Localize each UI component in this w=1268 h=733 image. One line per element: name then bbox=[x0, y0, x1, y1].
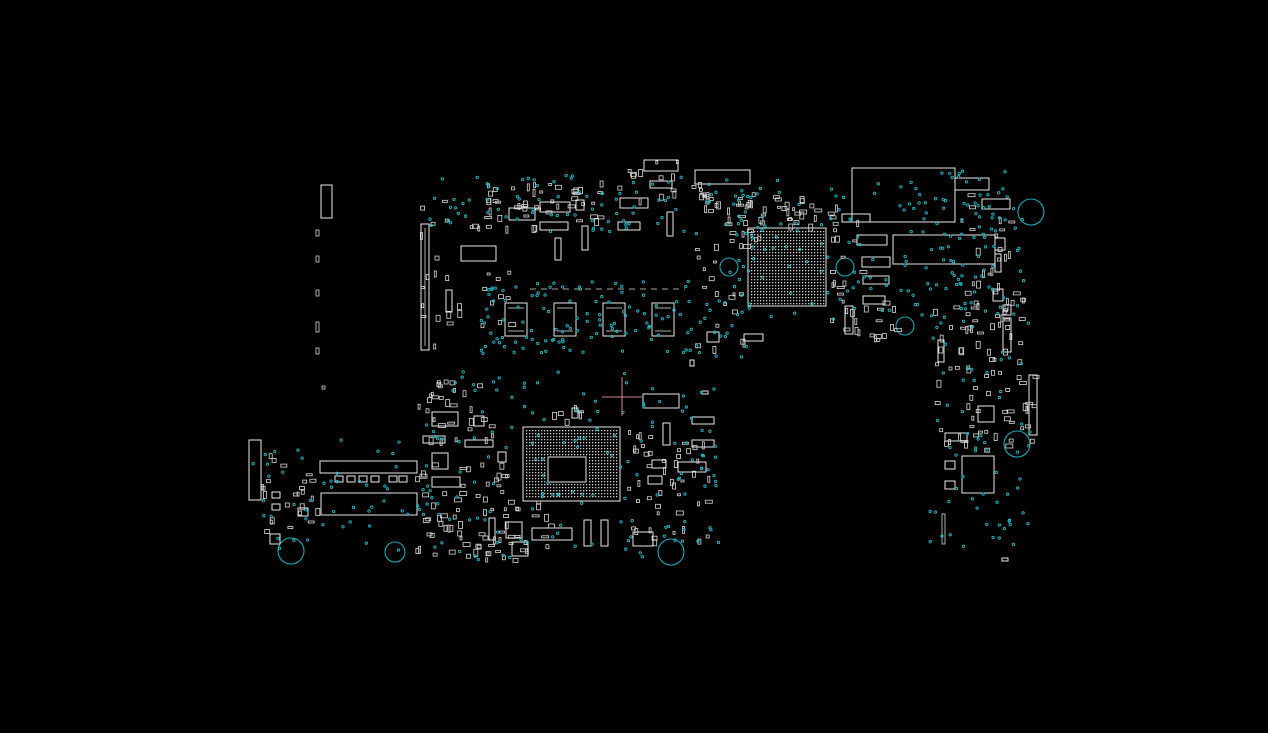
memory-chip bbox=[504, 302, 528, 337]
mounting-hole-icon[interactable] bbox=[384, 541, 406, 563]
bottom-left-connectors[interactable] bbox=[248, 439, 418, 545]
crosshair-icon bbox=[602, 377, 642, 416]
memory-chips[interactable] bbox=[504, 288, 685, 337]
mounting-hole-icon[interactable] bbox=[1017, 198, 1045, 226]
left-edge-connector[interactable] bbox=[315, 184, 333, 390]
smd-components bbox=[261, 160, 1040, 563]
bottom-middle-components[interactable] bbox=[422, 359, 715, 557]
bga-chip-cpu[interactable] bbox=[522, 426, 621, 502]
bga-chip-pch[interactable] bbox=[747, 227, 827, 307]
bga-ball-arrays bbox=[526, 231, 825, 498]
mounting-hole-icon[interactable] bbox=[277, 537, 305, 565]
right-side-components[interactable] bbox=[937, 237, 1038, 562]
mounting-hole-icon[interactable] bbox=[1003, 430, 1031, 458]
mounting-holes bbox=[277, 198, 1045, 566]
mounting-hole-icon[interactable] bbox=[719, 257, 739, 277]
mounting-hole-icon[interactable] bbox=[835, 257, 855, 277]
mounting-hole-icon[interactable] bbox=[895, 316, 915, 336]
mounting-hole-icon[interactable] bbox=[657, 538, 685, 566]
top-middle-connectors[interactable] bbox=[445, 159, 854, 343]
via-field bbox=[251, 169, 1032, 562]
memory-chip bbox=[602, 302, 626, 337]
memory-chip bbox=[651, 302, 675, 337]
